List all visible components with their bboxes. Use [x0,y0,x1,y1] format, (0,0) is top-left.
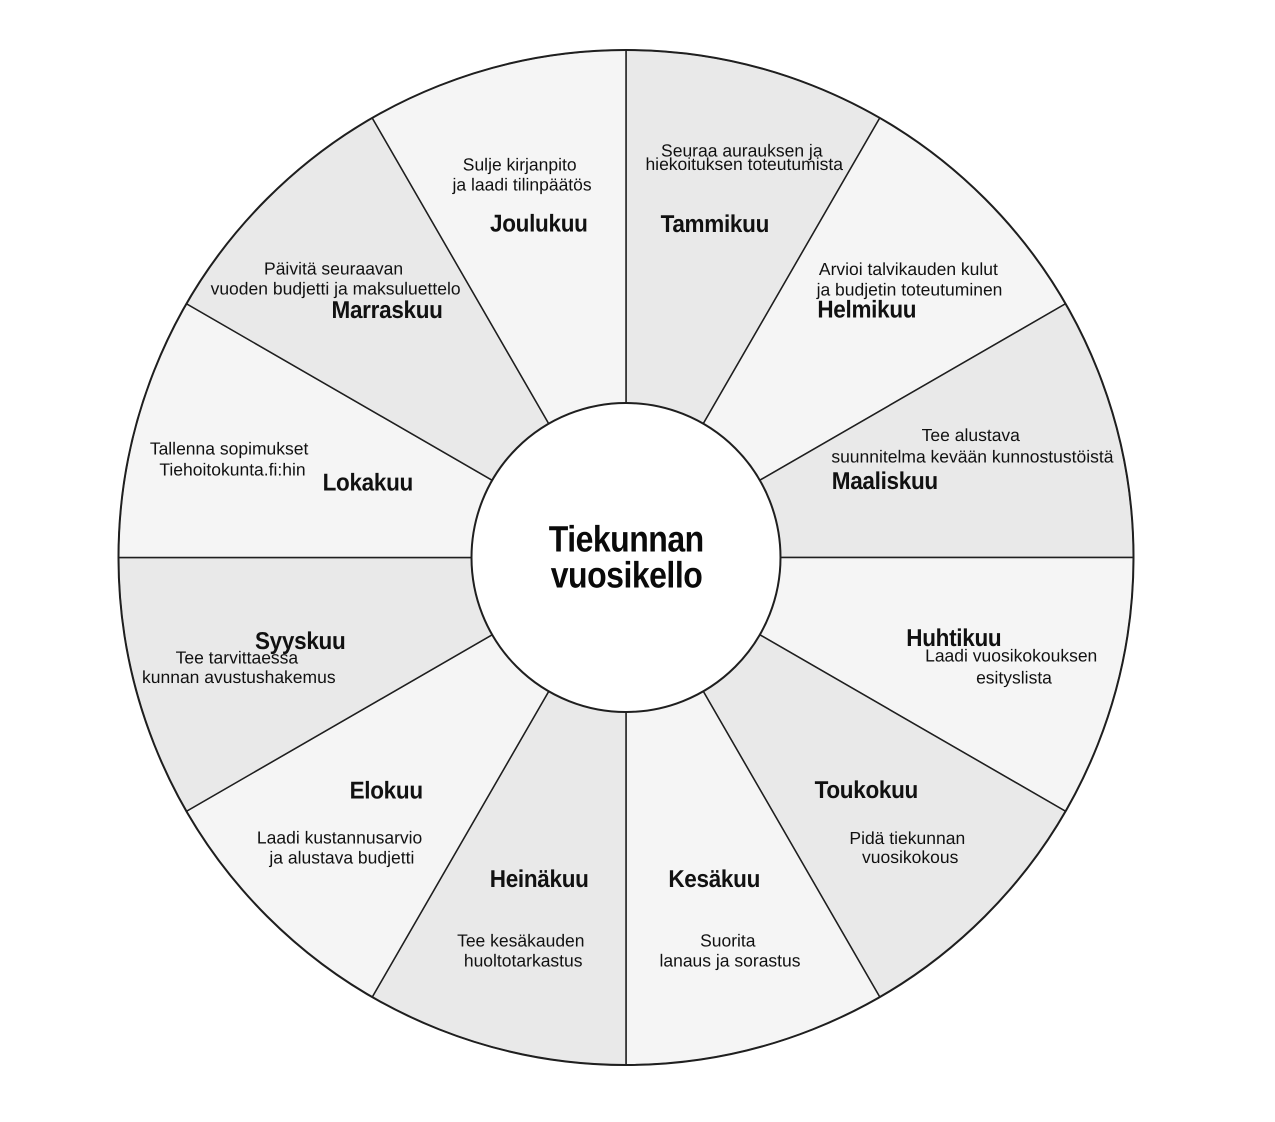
svg-text:huoltotarkastus: huoltotarkastus [464,950,583,970]
svg-text:Marraskuu: Marraskuu [332,296,443,323]
svg-text:Huhtikuu: Huhtikuu [906,624,1001,651]
svg-text:suunnitelma kevään kunnostustö: suunnitelma kevään kunnostustöistä [831,447,1113,467]
svg-text:Suorita: Suorita [700,931,756,951]
svg-text:Seuraa aurauksen ja: Seuraa aurauksen ja [661,141,823,161]
svg-text:vuoden budjetti ja maksuluette: vuoden budjetti ja maksuluettelo [211,279,461,299]
svg-text:Laadi vuosikokouksen: Laadi vuosikokouksen [925,646,1097,666]
svg-text:Sulje kirjanpito: Sulje kirjanpito [463,155,577,175]
svg-text:Tee alustava: Tee alustava [922,425,1021,445]
svg-text:ja laadi tilinpäätös: ja laadi tilinpäätös [452,175,592,195]
svg-text:kunnan avustushakemus: kunnan avustushakemus [142,667,336,687]
svg-text:Tallenna sopimukset: Tallenna sopimukset [150,438,309,458]
svg-text:lanaus ja sorastus: lanaus ja sorastus [659,950,800,970]
svg-text:hiekoituksen toteutumista: hiekoituksen toteutumista [645,154,843,174]
svg-text:Lokakuu: Lokakuu [323,469,413,496]
svg-text:ja budjetin toteutuminen: ja budjetin toteutuminen [816,280,1003,300]
svg-text:Maaliskuu: Maaliskuu [832,467,938,494]
svg-text:vuosikello: vuosikello [551,554,703,595]
svg-text:Pidä tiekunnan: Pidä tiekunnan [849,828,965,848]
svg-text:Päivitä seuraavan: Päivitä seuraavan [264,259,403,279]
svg-text:Helmikuu: Helmikuu [817,296,916,323]
svg-text:Tee kesäkauden: Tee kesäkauden [457,931,584,951]
svg-text:Syyskuu: Syyskuu [255,628,345,655]
svg-text:Laadi kustannusarvio: Laadi kustannusarvio [257,828,422,848]
svg-text:vuosikokous: vuosikokous [862,847,959,867]
svg-text:Elokuu: Elokuu [350,777,423,804]
svg-text:Toukokuu: Toukokuu [815,776,918,803]
svg-text:Tammikuu: Tammikuu [661,210,769,237]
svg-text:Tee tarvittaessa: Tee tarvittaessa [176,647,299,667]
svg-text:esityslista: esityslista [976,668,1052,688]
svg-text:Joulukuu: Joulukuu [490,210,588,237]
svg-text:Kesäkuu: Kesäkuu [668,865,760,892]
svg-text:Tiekunnan: Tiekunnan [549,518,704,559]
svg-text:Arvioi talvikauden kulut: Arvioi talvikauden kulut [819,259,998,279]
svg-text:Heinäkuu: Heinäkuu [490,865,589,892]
svg-text:Tiehoitokunta.fi:hin: Tiehoitokunta.fi:hin [159,459,305,479]
svg-text:ja alustava budjetti: ja alustava budjetti [268,848,414,868]
